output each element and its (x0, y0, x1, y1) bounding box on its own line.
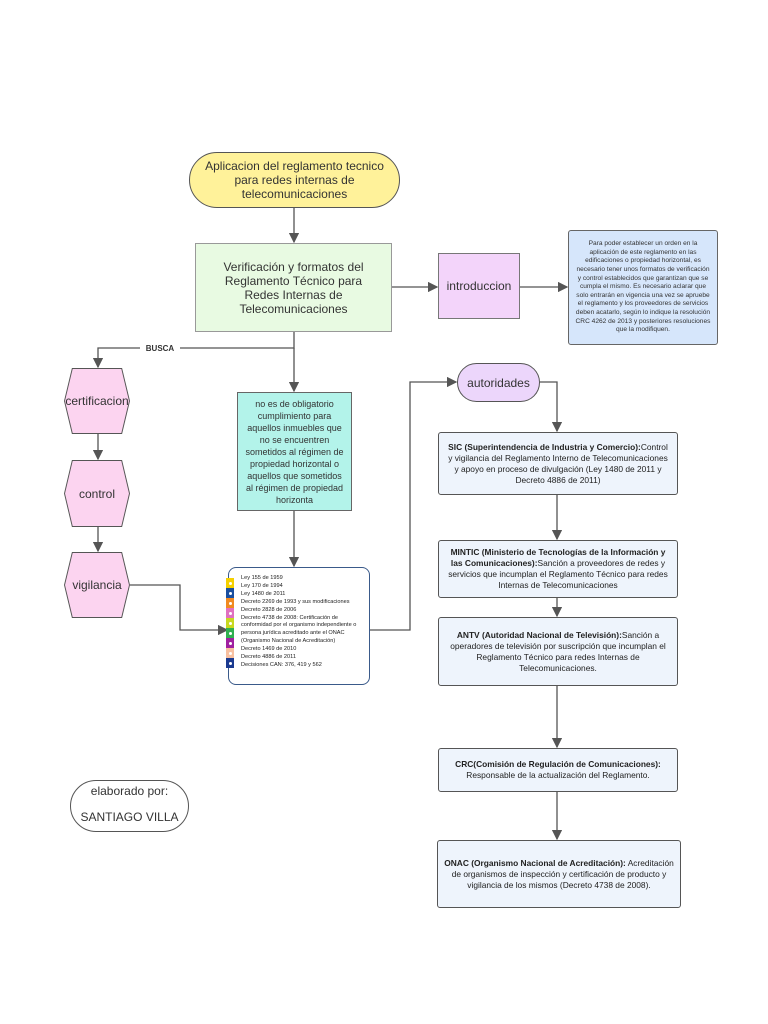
busca-label: BUSCA (140, 342, 180, 354)
law-item: Decreto 4886 de 2011 (241, 654, 296, 661)
authority-node: ONAC (Organismo Nacional de Acreditación… (437, 840, 681, 908)
law-item: Ley 170 de 1994 (241, 582, 283, 589)
author-node: elaborado por: SANTIAGO VILLA (70, 780, 189, 832)
authority-node: ANTV (Autoridad Nacional de Televisión):… (438, 617, 678, 686)
stripe-segment (226, 608, 234, 618)
stripe-segment (226, 628, 234, 638)
control-node: control (64, 460, 130, 527)
vigilancia-node: vigilancia (64, 552, 130, 618)
stripe-segment (226, 598, 234, 608)
title-node: Aplicacion del reglamento tecnico para r… (189, 152, 400, 208)
stripe-segment (226, 588, 234, 598)
law-item: Ley 1480 de 2011 (241, 590, 286, 597)
authority-node: MINTIC (Ministerio de Tecnologías de la … (438, 540, 678, 598)
law-item: Ley 155 de 1959 (241, 575, 283, 581)
law-item: Decreto 2828 de 2006 (241, 606, 297, 613)
certificacion-node: certificacion (64, 368, 130, 434)
intro-text-node: Para poder establecer un orden en la apl… (568, 230, 718, 345)
law-item: Decisiones CAN: 376, 419 y 562 (241, 661, 322, 668)
autoridades-node: autoridades (457, 363, 540, 402)
stripe-segment (226, 618, 234, 628)
stripe-segment (226, 578, 234, 588)
law-item: Decreto 2269 de 1993 y sus modificacione… (241, 598, 350, 605)
color-stripe (226, 578, 234, 668)
stripe-segment (226, 648, 234, 658)
law-item: Decreto 1469 de 2010 (241, 646, 297, 653)
verificacion-node: Verificación y formatos del Reglamento T… (195, 243, 392, 332)
stripe-segment (226, 658, 234, 668)
law-item: Decreto 4738 de 2008: Certificación de c… (241, 614, 357, 645)
authority-node: SIC (Superintendencia de Industria y Com… (438, 432, 678, 495)
introduccion-node: introduccion (438, 253, 520, 319)
stripe-segment (226, 638, 234, 648)
authority-node: CRC(Comisión de Regulación de Comunicaci… (438, 748, 678, 792)
obligatorio-node: no es de obligatorio cumplimiento para a… (237, 392, 352, 511)
